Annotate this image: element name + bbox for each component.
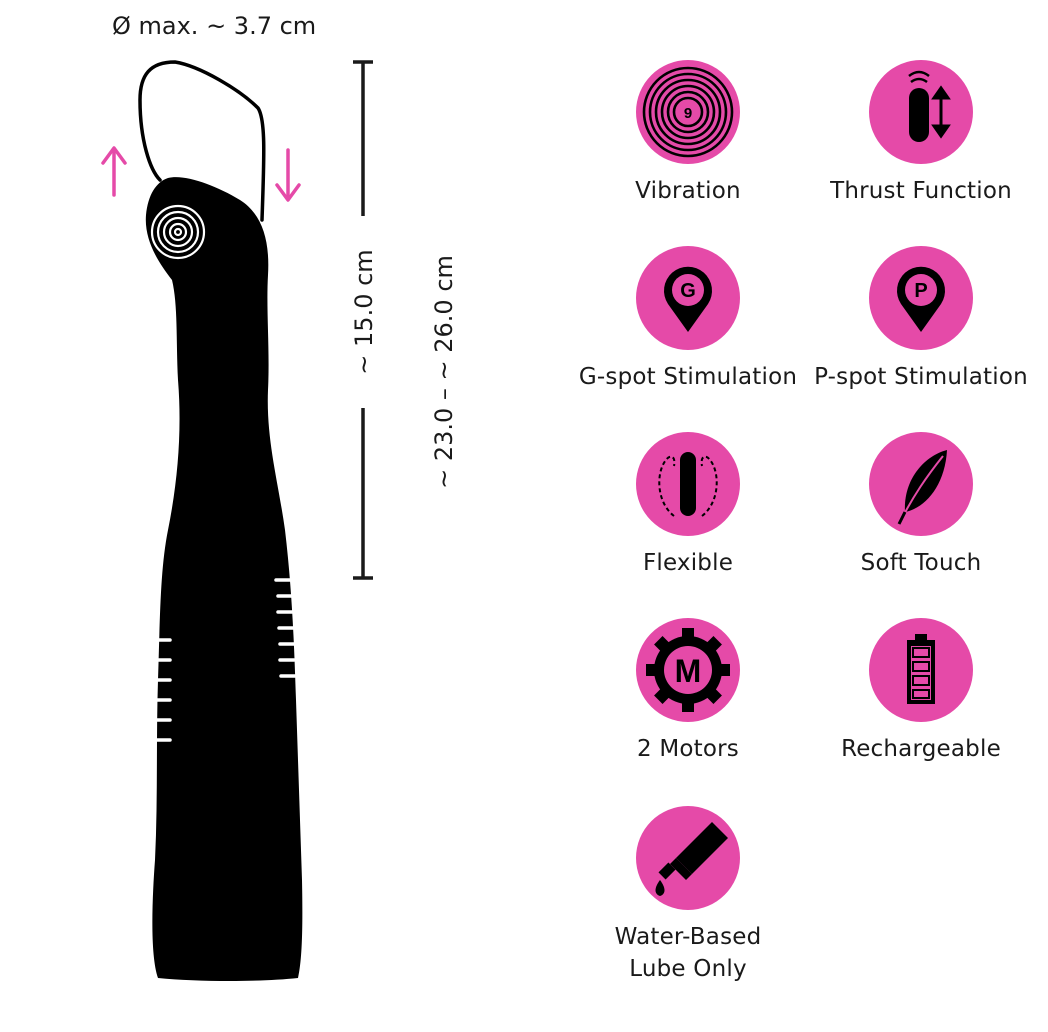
g-spot-icon: G: [636, 246, 740, 350]
thrust-down-arrow-icon: [275, 148, 301, 202]
svg-text:P: P: [914, 280, 927, 302]
insertable-length-bar: [353, 60, 373, 580]
feature-label: Vibration: [635, 178, 741, 204]
product-illustration: [101, 60, 373, 981]
grip-ridges-right: [274, 578, 297, 678]
lube-tube-icon: [636, 806, 740, 910]
feature-label: P-spot Stimulation: [814, 364, 1028, 390]
feature-label: Rechargeable: [841, 736, 1001, 762]
product-body: [145, 177, 303, 981]
flexible-icon: [636, 432, 740, 536]
feather-icon: [869, 432, 973, 536]
thrust-icon: [869, 60, 973, 164]
feature-label: Water-Based Lube Only: [614, 924, 762, 982]
battery-icon: [869, 618, 973, 722]
feature-label: Thrust Function: [830, 178, 1012, 204]
vibration-icon: 9: [636, 60, 740, 164]
feature-label: Soft Touch: [860, 550, 982, 576]
grip-ridges-left: [155, 638, 172, 742]
flexible-tip-outline: [138, 60, 266, 222]
feature-label: G-spot Stimulation: [578, 364, 798, 390]
insertable-length-label: ~ 15.0 cm: [350, 249, 378, 375]
total-length-label: ~ 23.0 – ~ 26.0 cm: [430, 255, 458, 489]
thrust-up-arrow-icon: [101, 146, 127, 197]
vibration-zone-icon: [150, 204, 206, 260]
diameter-label: Ø max. ~ 3.7 cm: [112, 12, 317, 40]
feature-label: 2 Motors: [637, 736, 739, 762]
p-spot-icon: P: [869, 246, 973, 350]
svg-text:G: G: [680, 280, 696, 302]
motor-gear-icon: M: [636, 618, 740, 722]
svg-text:9: 9: [684, 105, 692, 122]
feature-label: Flexible: [642, 550, 734, 576]
svg-text:M: M: [675, 653, 702, 689]
